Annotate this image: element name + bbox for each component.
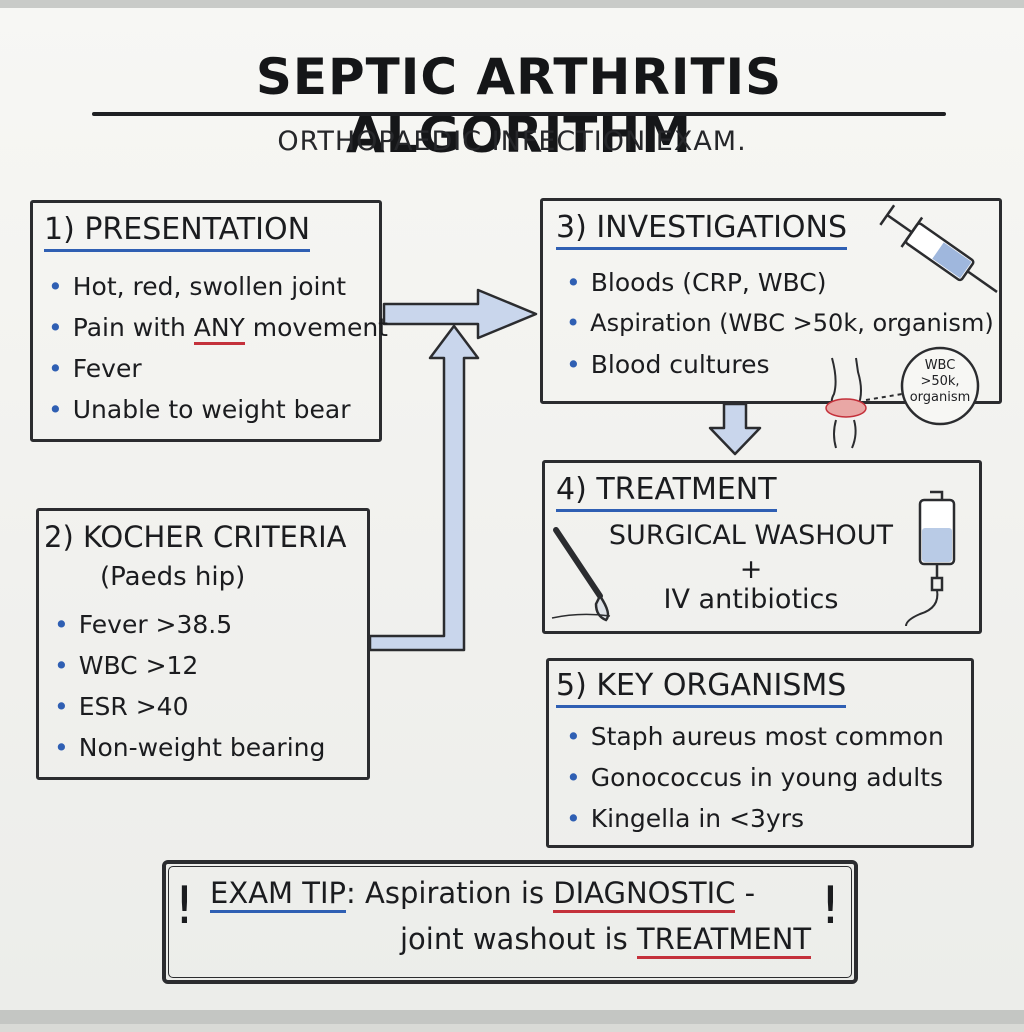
exam-tip-inner-border xyxy=(168,866,852,978)
list-item: Kingella in <3yrs xyxy=(566,798,944,839)
list-item: Hot, red, swollen joint xyxy=(48,266,388,307)
treatment-title: 4) TREATMENT xyxy=(556,472,777,512)
investigations-title: 3) INVESTIGATIONS xyxy=(556,210,848,250)
list-item: ESR >40 xyxy=(54,686,325,727)
presentation-title: 1) PRESENTATION xyxy=(44,212,311,252)
flow-arrows xyxy=(368,288,762,652)
treatment-line1: SURGICAL WASHOUT xyxy=(608,520,894,551)
list-item: Blood cultures xyxy=(566,344,994,385)
title-underline xyxy=(92,112,946,116)
knee-joint-icon xyxy=(825,346,980,449)
treatment-line2: IV antibiotics xyxy=(663,584,839,615)
investigations-box xyxy=(540,198,1002,404)
kocher-subtitle: (Paeds hip) xyxy=(100,562,246,592)
emphasis-any: ANY xyxy=(193,313,245,345)
page-subtitle: ORTHOPAEDIC INFECTION EXAM. xyxy=(277,126,747,157)
list-item: Gonococcus in young adults xyxy=(566,757,944,798)
list-item: WBC >12 xyxy=(54,645,325,686)
list-item: Non-weight bearing xyxy=(54,727,326,768)
exam-tip-bang-right: ! xyxy=(820,876,841,936)
exam-tip-diagnostic: DIAGNOSTIC xyxy=(553,876,736,913)
kocher-list: Fever >38.5 WBC >12 ESR >40 Non-weight b… xyxy=(54,604,326,768)
treatment-box xyxy=(542,460,982,634)
list-item: Aspiration (WBC >50k, organism) xyxy=(566,303,994,344)
list-item: Pain with ANY movement xyxy=(48,307,388,348)
list-item: Fever xyxy=(48,348,388,389)
list-item-text: Pain with ANY movement xyxy=(73,313,388,345)
treatment-plus: + xyxy=(739,554,763,585)
organisms-box xyxy=(546,658,974,848)
syringe-icon xyxy=(879,204,998,293)
list-item: Bloods (CRP, WBC) xyxy=(566,262,994,303)
exam-tip-line1: EXAM TIP: Aspiration is DIAGNOSTIC - xyxy=(210,876,755,913)
iv-bag-icon xyxy=(905,490,956,627)
kocher-title: 2) KOCHER CRITERIA xyxy=(44,520,347,554)
arrow-kocher-to-investigations xyxy=(368,324,480,652)
list-item: Staph aureus most common xyxy=(566,716,944,757)
exam-tip-label: EXAM TIP xyxy=(210,876,347,913)
arrow-investigations-to-treatment xyxy=(708,402,762,456)
presentation-list: Hot, red, swollen joint Pain with ANY mo… xyxy=(48,266,388,430)
arrow-presentation-to-investigations xyxy=(382,288,538,340)
investigations-list: Bloods (CRP, WBC) Aspiration (WBC >50k, … xyxy=(566,262,994,385)
organisms-title: 5) KEY ORGANISMS xyxy=(556,668,847,708)
exam-tip-line2: joint washout is TREATMENT xyxy=(400,922,812,959)
list-item: Unable to weight bear xyxy=(48,389,388,430)
organisms-list: Staph aureus most common Gonococcus in y… xyxy=(566,716,944,839)
callout-wbc: WBC >50k, organism xyxy=(909,358,971,405)
exam-tip-treatment: TREATMENT xyxy=(636,922,812,959)
list-item: Fever >38.5 xyxy=(54,604,325,645)
scalpel-icon xyxy=(551,527,611,622)
exam-tip-box xyxy=(162,860,858,984)
kocher-box xyxy=(36,508,370,780)
exam-tip-bang-left: ! xyxy=(174,876,195,936)
